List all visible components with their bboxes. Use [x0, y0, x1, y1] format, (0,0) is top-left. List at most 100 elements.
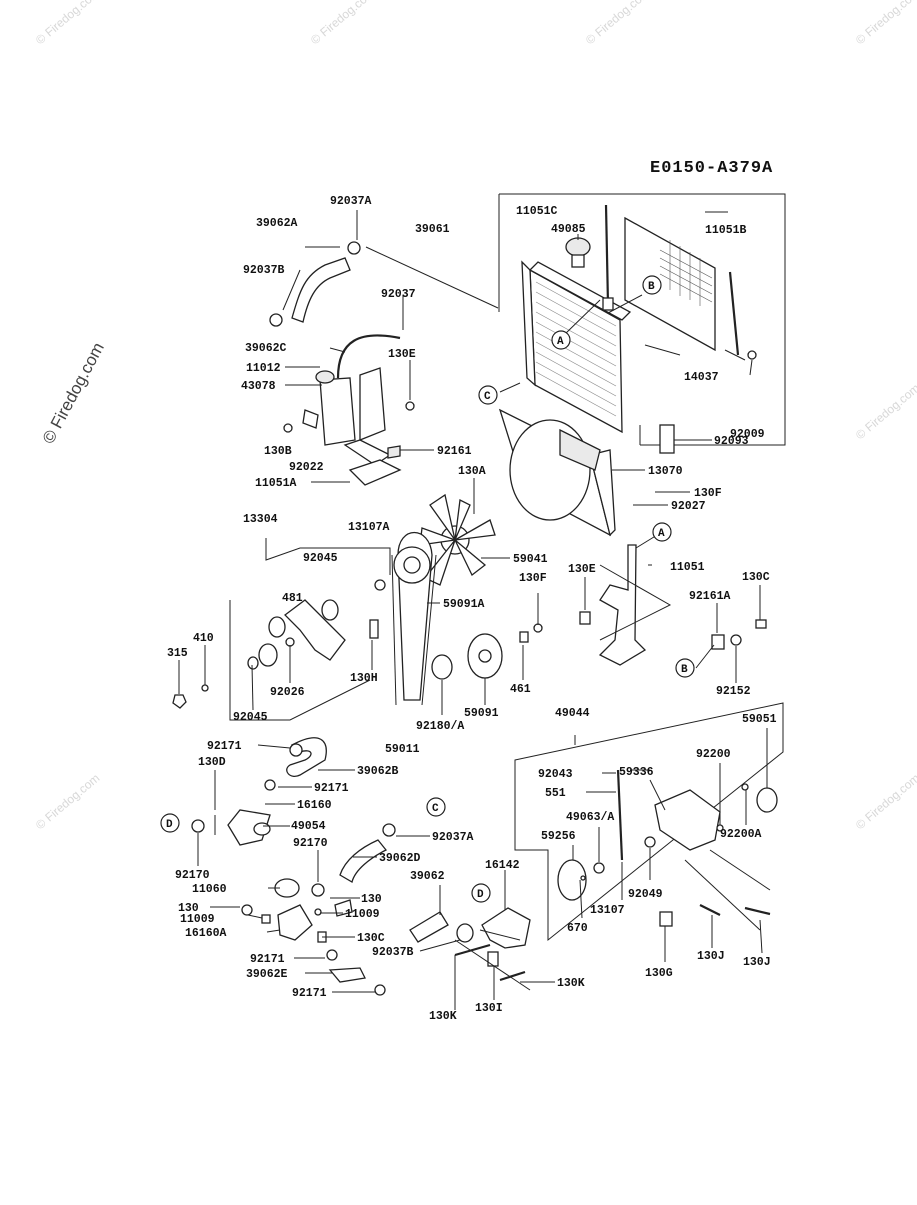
part-label: 461	[510, 683, 531, 696]
fan-shroud	[498, 408, 645, 537]
cooling-fan	[419, 493, 496, 586]
radiator-group	[498, 193, 786, 454]
part-label: 11009	[180, 913, 215, 926]
part-label: 92049	[628, 888, 663, 901]
part-label: 59041	[513, 553, 548, 566]
part-label: 130I	[475, 1002, 503, 1015]
part-label: 130F	[694, 487, 722, 500]
reservoir-tank	[283, 334, 415, 486]
part-label: 49085	[551, 223, 586, 236]
watermark-text: © Firedog.com	[583, 0, 652, 47]
part-label: 92200A	[720, 828, 762, 841]
support-bracket	[579, 544, 767, 666]
part-label: 130C	[742, 571, 770, 584]
part-label: 39061	[415, 223, 450, 236]
part-label: 59091A	[443, 598, 485, 611]
diagram-code: E0150-A379A	[650, 159, 773, 178]
part-label: 11051A	[255, 477, 297, 490]
part-label: 130E	[388, 348, 416, 361]
svg-text:A: A	[658, 528, 665, 540]
part-label: 551	[545, 787, 566, 800]
part-label: 92171	[292, 987, 327, 1000]
part-label: 39062C	[245, 342, 287, 355]
watermark-text: © Firedog.com	[308, 0, 377, 47]
part-label: 130E	[568, 563, 596, 576]
part-label: 92022	[289, 461, 324, 474]
svg-text:B: B	[681, 664, 688, 676]
part-label: 130C	[357, 932, 385, 945]
part-label: 92037A	[330, 195, 372, 208]
leaders	[178, 210, 768, 1010]
part-label: 315	[167, 647, 188, 660]
part-label: 92027	[671, 500, 706, 513]
part-label: 92170	[293, 837, 328, 850]
svg-text:C: C	[484, 391, 491, 403]
part-label: 16160	[297, 799, 332, 812]
part-label: 13304	[243, 513, 278, 526]
callout-d-lower: D	[471, 883, 491, 903]
part-label: 130	[178, 902, 199, 915]
part-label: 130J	[743, 956, 771, 969]
watermark-text: © Firedog.com	[33, 0, 102, 47]
part-label: 670	[567, 922, 588, 935]
watermark-side: © Firedog.com	[39, 339, 108, 447]
part-label: 49054	[291, 820, 326, 833]
part-label: 39062E	[246, 968, 288, 981]
part-label: 92045	[303, 552, 338, 565]
bypass-hose-group	[409, 900, 531, 991]
watermark-text: © Firedog.com	[853, 381, 917, 442]
part-label: 92037B	[243, 264, 285, 277]
part-label: 130B	[264, 445, 292, 458]
part-label: 59091	[464, 707, 499, 720]
part-label: 92152	[716, 685, 751, 698]
part-label: 39062A	[256, 217, 298, 230]
watermark-text: © Firedog.com	[33, 771, 102, 832]
callout-b-lower: B	[675, 658, 695, 678]
svg-text:D: D	[477, 889, 484, 901]
part-label: 130D	[198, 756, 226, 769]
callout-a-upper: A	[551, 330, 571, 350]
part-label: 11060	[192, 883, 227, 896]
part-label: 13070	[648, 465, 683, 478]
part-label: 410	[193, 632, 214, 645]
part-label: 481	[282, 592, 303, 605]
part-label: 92161A	[689, 590, 731, 603]
part-label: 59011	[385, 743, 420, 756]
svg-text:B: B	[648, 281, 655, 293]
part-label: 59051	[742, 713, 777, 726]
upper-hose	[269, 241, 499, 327]
part-label: 130F	[519, 572, 547, 585]
alternator-bracket	[172, 538, 391, 721]
part-label: 59336	[619, 766, 654, 779]
part-label: 13107A	[348, 521, 390, 534]
rubber-mount	[659, 424, 675, 454]
part-label: 92009	[730, 428, 765, 441]
part-label: 130K	[429, 1010, 457, 1023]
part-label: 92037A	[432, 831, 474, 844]
part-label: 130K	[557, 977, 585, 990]
part-label: 49044	[555, 707, 590, 720]
part-label: 92161	[437, 445, 472, 458]
part-label: 92043	[538, 768, 573, 781]
callout-d-left: D	[160, 813, 180, 833]
part-label: 16160A	[185, 927, 227, 940]
part-label: 11051C	[516, 205, 558, 218]
part-label: 92026	[270, 686, 305, 699]
part-label: 130	[361, 893, 382, 906]
part-label: 92180/A	[416, 720, 464, 733]
part-label: 130H	[350, 672, 378, 685]
part-label: 11012	[246, 362, 281, 375]
part-label: 92171	[250, 953, 285, 966]
callout-a-lower: A	[652, 522, 672, 542]
part-label: 43078	[241, 380, 276, 393]
part-label: 16142	[485, 859, 520, 872]
thermostat-group	[191, 737, 396, 996]
part-label: 130G	[645, 967, 673, 980]
part-label: 39062	[410, 870, 445, 883]
part-label: 59256	[541, 830, 576, 843]
part-label: 49063/A	[566, 811, 614, 824]
part-label: 11051B	[705, 224, 747, 237]
svg-text:D: D	[166, 819, 173, 831]
part-label: 92093	[714, 435, 749, 448]
